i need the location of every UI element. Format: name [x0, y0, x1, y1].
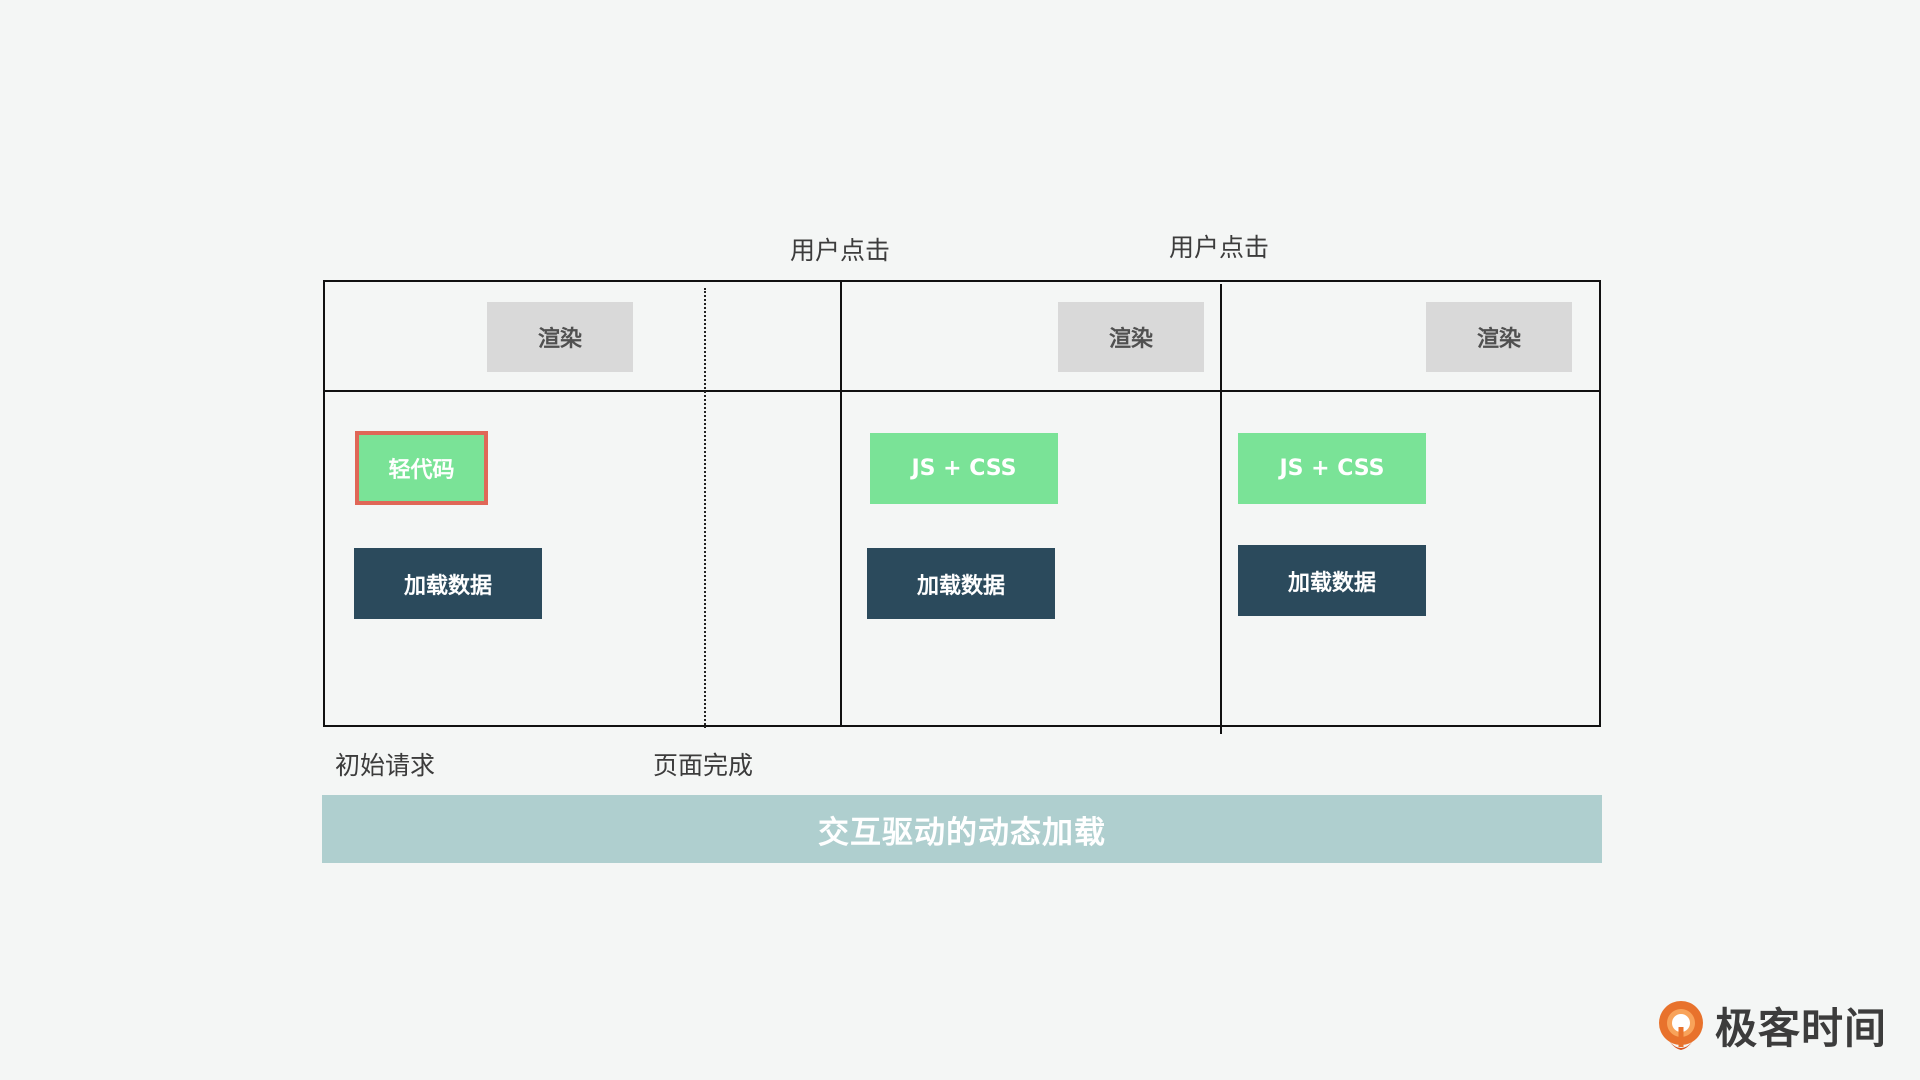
- brand-logo: 极客时间: [1655, 995, 1887, 1056]
- logo-text: 极客时间: [1715, 1004, 1888, 1053]
- render-box-3: 渲染: [1426, 302, 1572, 372]
- load-data-box-3: 加载数据: [1238, 545, 1426, 616]
- initial-request-label: 初始请求: [335, 751, 436, 780]
- render-box-1: 渲染: [487, 302, 633, 372]
- js-css-box-1: JS + CSS: [870, 433, 1058, 504]
- user-click-label-1: 用户点击: [790, 236, 891, 265]
- geektime-logo-icon: [1659, 1000, 1703, 1050]
- user-click-label-2: 用户点击: [1169, 233, 1270, 262]
- load-data-box-2: 加载数据: [867, 548, 1055, 619]
- lane-divider: [323, 390, 1601, 392]
- page-complete-marker: [704, 288, 706, 728]
- click-divider-1: [840, 280, 842, 727]
- timeline-frame: [323, 280, 1601, 727]
- page-complete-label: 页面完成: [653, 751, 754, 780]
- load-data-box-1: 加载数据: [354, 548, 542, 619]
- click-divider-2: [1220, 284, 1222, 734]
- render-box-2: 渲染: [1058, 302, 1204, 372]
- js-css-box-2: JS + CSS: [1238, 433, 1426, 504]
- light-code-box: 轻代码: [355, 431, 488, 505]
- caption-banner: 交互驱动的动态加载: [322, 795, 1602, 863]
